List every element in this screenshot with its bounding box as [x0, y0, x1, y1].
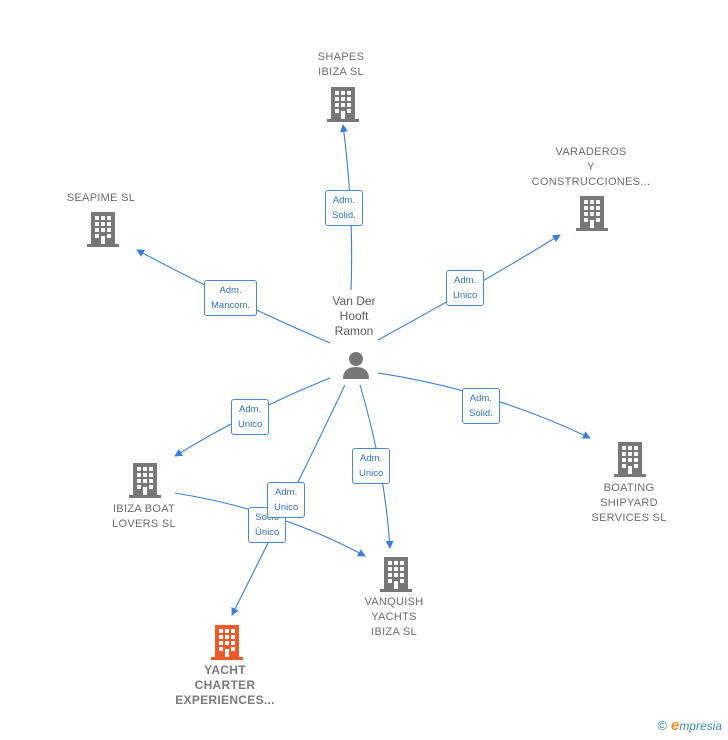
building-icon[interactable] — [129, 461, 161, 499]
building-icon[interactable] — [614, 440, 646, 478]
building-icon[interactable] — [380, 555, 412, 593]
role-badge-vanquish[interactable]: Adm. Unico — [352, 448, 391, 484]
company-label-vanquish: VANQUISH YACHTS IBIZA SL — [364, 596, 424, 638]
role-badge-boating[interactable]: Adm. Solid. — [462, 388, 500, 424]
person-icon[interactable] — [340, 350, 372, 380]
role-badge-shapes[interactable]: Adm. Solid. — [325, 190, 363, 226]
brand-footer[interactable]: © empresia — [657, 717, 722, 734]
company-label-boating: BOATING SHIPYARD SERVICES SL — [591, 482, 667, 524]
brand-logo: empresia — [670, 717, 722, 734]
role-badge-seapime[interactable]: Adm. Mancom. — [204, 280, 258, 316]
role-badge-ibizaboat[interactable]: Adm. Unico — [231, 399, 270, 435]
building-icon[interactable] — [327, 85, 359, 123]
role-badge-yacht[interactable]: Adm. Unico — [267, 482, 306, 518]
copyright-icon: © — [657, 718, 667, 733]
building-icon[interactable] — [87, 210, 119, 248]
company-label-yacht: YACHT CHARTER EXPERIENCES... — [175, 663, 275, 707]
building-icon[interactable] — [576, 194, 608, 232]
role-badge-varaderos[interactable]: Adm. Unico — [446, 270, 485, 306]
company-label-seapime: SEAPIME SL — [66, 192, 136, 204]
person-name: Van Der Hooft Ramon — [332, 294, 376, 338]
company-label-varaderos: VARADEROS Y CONSTRUCCIONES... — [531, 146, 651, 188]
building-icon[interactable] — [211, 623, 243, 661]
company-label-shapes: SHAPES IBIZA SL — [317, 51, 365, 78]
company-label-ibizaboat: IBIZA BOAT LOVERS SL — [112, 503, 176, 530]
